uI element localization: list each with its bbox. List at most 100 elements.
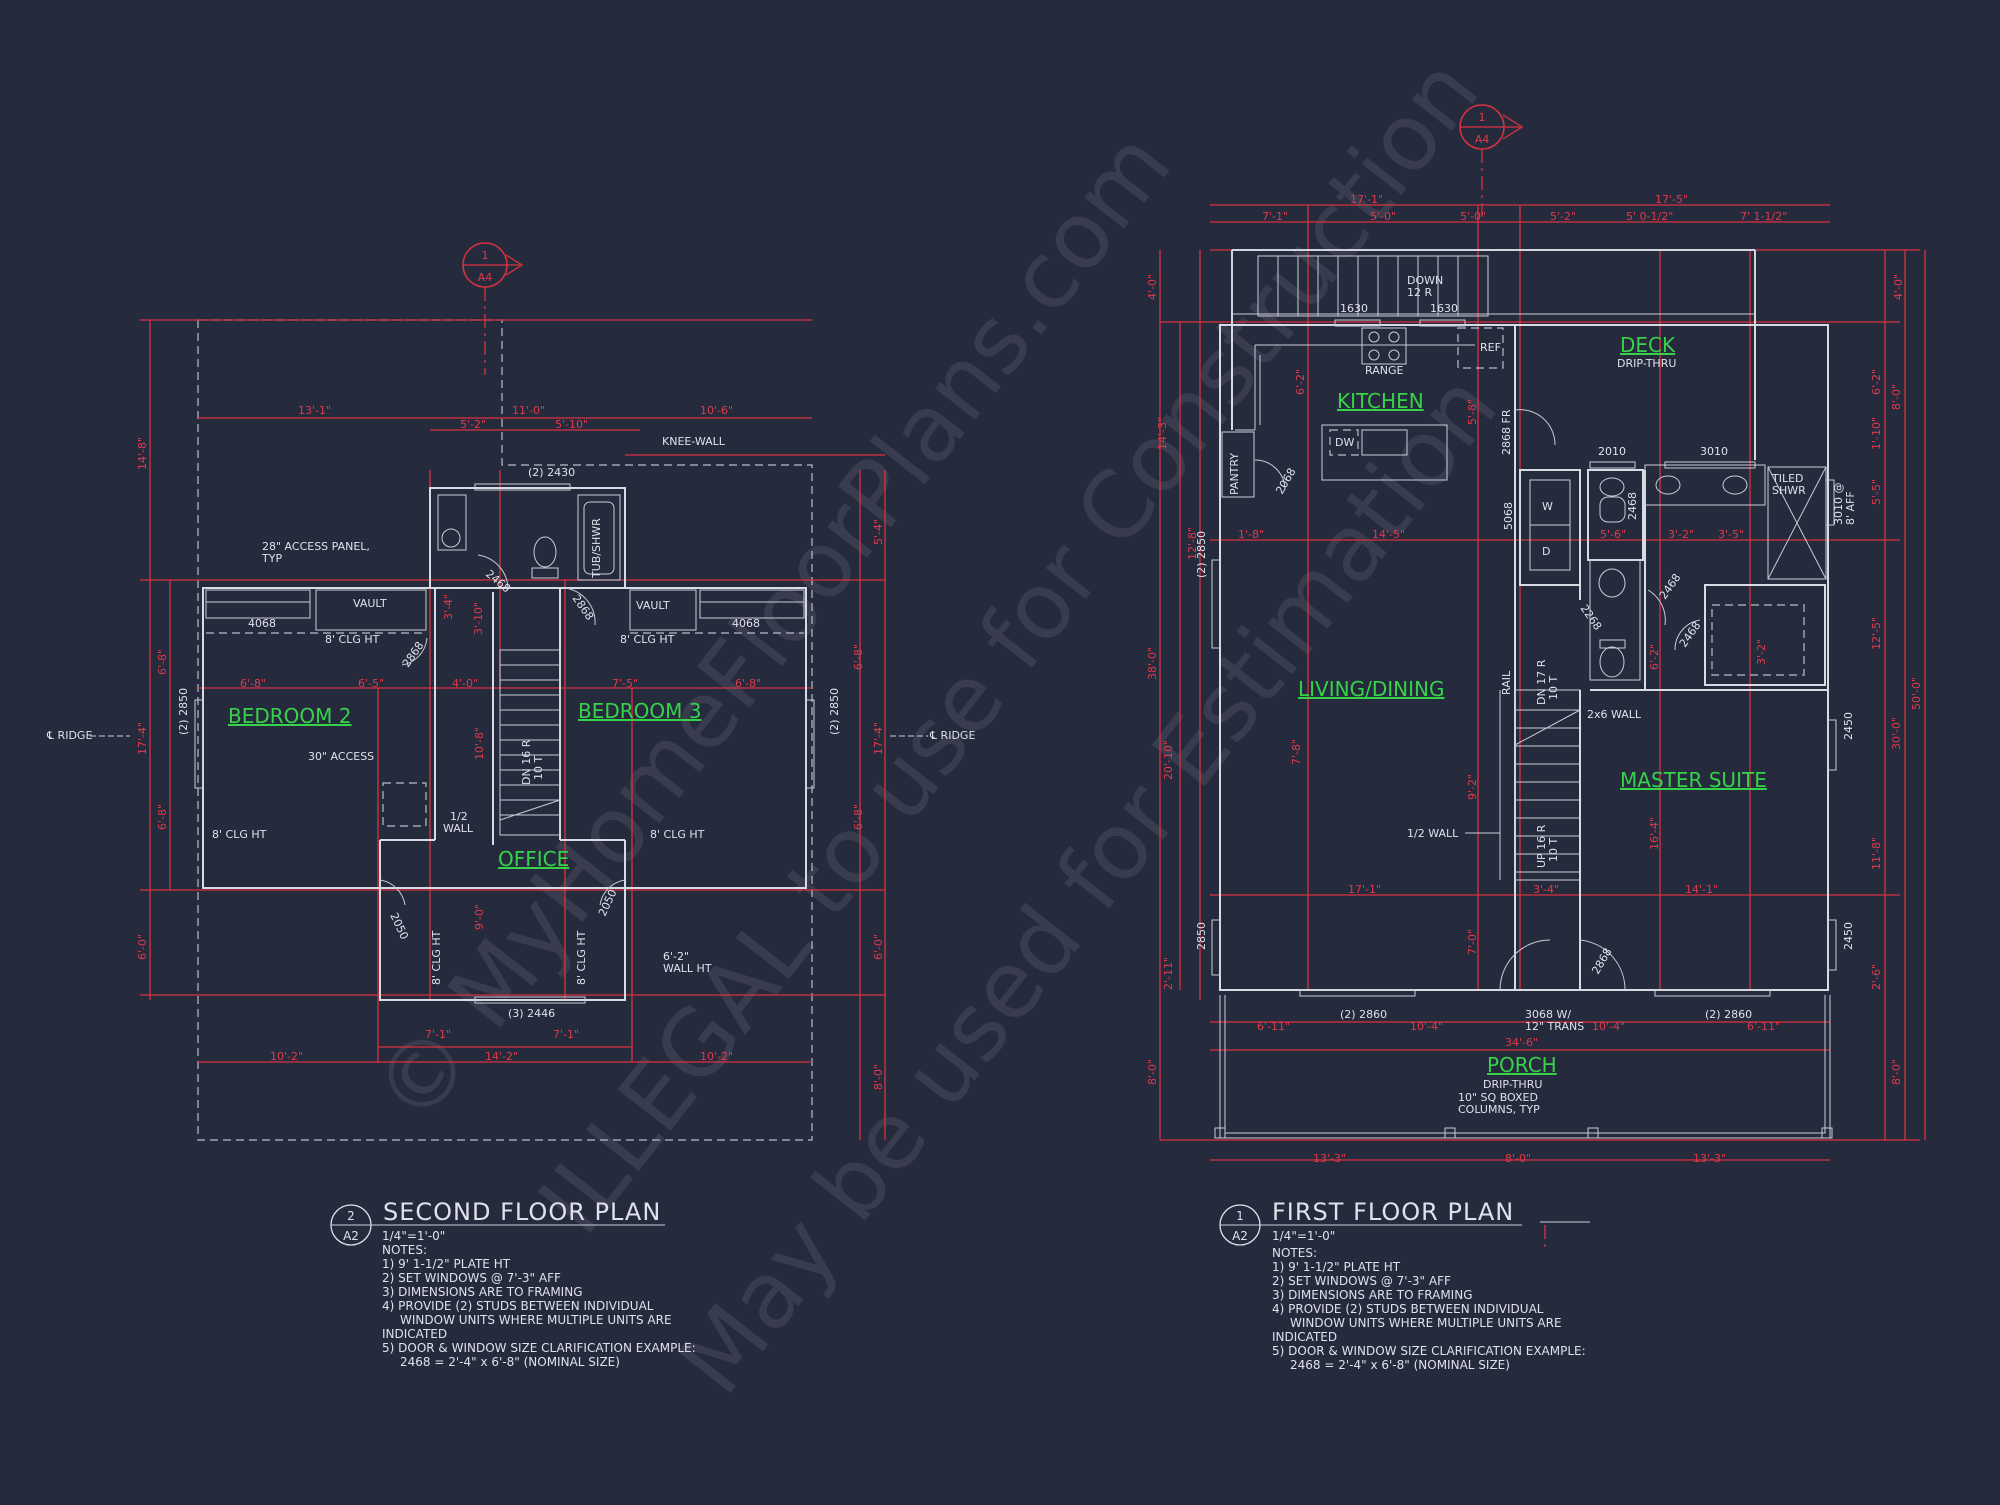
dim-right-c: 17'-4" xyxy=(872,722,885,755)
room-bedroom-3: BEDROOM 3 xyxy=(578,699,701,723)
section-marker-first: 1 A4 xyxy=(1459,104,1524,220)
label-vault-right: VAULT xyxy=(636,599,670,612)
dim-left-f: 8'-0" xyxy=(1146,1059,1159,1085)
room-master-suite: MASTER SUITE xyxy=(1620,768,1767,792)
dim-top-mid: 11'-0" xyxy=(512,404,545,417)
dim-l-c: 14'-1" xyxy=(1685,883,1718,896)
dim-p-a: 6'-11" xyxy=(1257,1020,1290,1033)
dim-top-overall: 13'-1" xyxy=(298,404,331,417)
label-window-3010-side: 3010 @ xyxy=(1832,483,1845,526)
note-line: NOTES: xyxy=(382,1243,427,1257)
second-floor-dimension-lines xyxy=(140,319,886,1140)
dim-left-b: 6'-8" xyxy=(156,649,169,675)
note-line: 2) SET WINDOWS @ 7'-3" AFF xyxy=(382,1271,561,1285)
label-wall-ht-2: WALL HT xyxy=(663,962,712,975)
dim-b-b: 8'-0" xyxy=(1505,1152,1531,1165)
second-floor-plan: 1 A4 xyxy=(46,242,975,1369)
section-num-first: 1 xyxy=(1479,111,1486,124)
dim-left-e: 6'-0" xyxy=(136,934,149,960)
first-floor-plan: 1 A4 xyxy=(1146,104,1926,1372)
label-tub-shower: TUB/SHWR xyxy=(590,518,603,579)
note-line: 5) DOOR & WINDOW SIZE CLARIFICATION EXAM… xyxy=(382,1341,696,1355)
room-office: OFFICE xyxy=(498,847,569,871)
label-window-2850-right: (2) 2850 xyxy=(828,688,841,735)
label-door-2468: 2468 xyxy=(483,567,513,595)
dim-bot-right: 10'-2" xyxy=(700,1050,733,1063)
room-porch: PORCH xyxy=(1487,1053,1557,1077)
section-sheet-second: A4 xyxy=(478,271,493,284)
dim-k-c: 14'-5" xyxy=(1372,528,1405,541)
label-clg-ht-right: 8' CLG HT xyxy=(620,633,675,646)
label-clg-ht-left: 8' CLG HT xyxy=(325,633,380,646)
dim-top-left: 17'-1" xyxy=(1350,193,1383,206)
dim-left-a: 4'-0" xyxy=(1146,274,1159,300)
dim-right-j: 2'-6" xyxy=(1870,964,1883,990)
note-line: INDICATED xyxy=(1272,1330,1337,1344)
note-line: 2) SET WINDOWS @ 7'-3" AFF xyxy=(1272,1274,1451,1288)
note-line: 2468 = 2'-4" x 6'-8" (NOMINAL SIZE) xyxy=(400,1355,620,1369)
dim-right-b: 6'-8" xyxy=(852,644,865,670)
dim-b-c: 13'-3" xyxy=(1693,1152,1726,1165)
note-line: WINDOW UNITS WHERE MULTIPLE UNITS ARE xyxy=(1290,1316,1562,1330)
dim-in-b: 3'-10" xyxy=(472,602,485,635)
dim-right-g: 30'-0" xyxy=(1890,717,1903,750)
label-entry-door: 3068 W/ xyxy=(1525,1008,1571,1021)
label-access-panel-typ: TYP xyxy=(261,552,282,565)
dim-left-e: 2'-11" xyxy=(1162,957,1175,990)
note-line: 4) PROVIDE (2) STUDS BETWEEN INDIVIDUAL xyxy=(382,1299,654,1313)
main-stair-treads xyxy=(1514,709,1581,873)
label-door-2868-right: 2868 xyxy=(570,592,597,622)
section-sheet-first: A4 xyxy=(1475,133,1490,146)
label-door-2050-left: 2050 xyxy=(387,911,411,942)
label-vault-left: VAULT xyxy=(353,597,387,610)
label-door-2868-left: 2868 xyxy=(400,639,427,669)
first-floor-walls xyxy=(1211,249,1837,1139)
label-door-4068-left: 4068 xyxy=(248,617,276,630)
second-floor-notes: NOTES: 1) 9' 1-1/2" PLATE HT 2) SET WIND… xyxy=(382,1243,696,1369)
room-deck: DECK xyxy=(1620,333,1676,357)
dim-right-d: 6'-8" xyxy=(852,804,865,830)
dim-row2-a: 6'-8" xyxy=(240,677,266,690)
first-floor-tag-sheet: A2 xyxy=(1232,1229,1248,1243)
note-line: 4) PROVIDE (2) STUDS BETWEEN INDIVIDUAL xyxy=(1272,1302,1544,1316)
dim-i-d: 16'-4" xyxy=(1648,817,1661,850)
dim-row2-c: 4'-0" xyxy=(452,677,478,690)
dim-row2-b: 6'-5" xyxy=(358,677,384,690)
dim-right-h: 50'-0" xyxy=(1910,677,1923,710)
label-ref: REF xyxy=(1480,341,1501,354)
dim-t-d: 5'-2" xyxy=(1550,210,1576,223)
label-window-2850-left: (2) 2850 xyxy=(1195,531,1208,578)
dim-top-b: 5'-10" xyxy=(555,418,588,431)
room-bedroom-2: BEDROOM 2 xyxy=(228,704,351,728)
label-columns: 10" SQ BOXED xyxy=(1458,1091,1538,1104)
dim-right-i: 11'-8" xyxy=(1870,837,1883,870)
dim-p-mid: 34'-6" xyxy=(1505,1036,1538,1049)
dim-k-d: 1'-8" xyxy=(1238,528,1264,541)
label-door-2268: 2268 xyxy=(1578,602,1605,632)
dim-bot-a: 7'-1" xyxy=(425,1028,451,1041)
dim-m-c: 5'-6" xyxy=(1600,528,1626,541)
dim-i-b: 9'-2" xyxy=(1466,774,1479,800)
dim-left-d: 6'-8" xyxy=(156,804,169,830)
dim-right-b: 6'-2" xyxy=(1870,369,1883,395)
label-window-2860-right: (2) 2860 xyxy=(1705,1008,1752,1021)
label-knee-wall: KNEE-WALL xyxy=(662,435,726,448)
label-half-wall-2: WALL xyxy=(443,822,474,835)
dim-top-right: 10'-6" xyxy=(700,404,733,417)
label-half-wall: 1/2 xyxy=(450,810,468,823)
second-floor-scale: 1/4"=1'-0" xyxy=(382,1229,445,1243)
label-stair-treads: 10 T xyxy=(532,756,545,780)
note-line: 5) DOOR & WINDOW SIZE CLARIFICATION EXAM… xyxy=(1272,1344,1586,1358)
dim-t-f: 7' 1-1/2" xyxy=(1740,210,1787,223)
label-pantry: PANTRY xyxy=(1228,453,1241,495)
note-line: 1) 9' 1-1/2" PLATE HT xyxy=(382,1257,511,1271)
label-window-2450-a: 2450 xyxy=(1842,712,1855,740)
label-door-2468-b: 2468 xyxy=(1657,571,1684,601)
label-down: DOWN xyxy=(1407,274,1443,287)
label-window-3010-aff: 8' AFF xyxy=(1844,491,1857,525)
label-tiled-shower: TILED xyxy=(1771,472,1804,485)
dim-right-a: 5'-4" xyxy=(872,519,885,545)
dim-i-f: 6'-2" xyxy=(1648,644,1661,670)
